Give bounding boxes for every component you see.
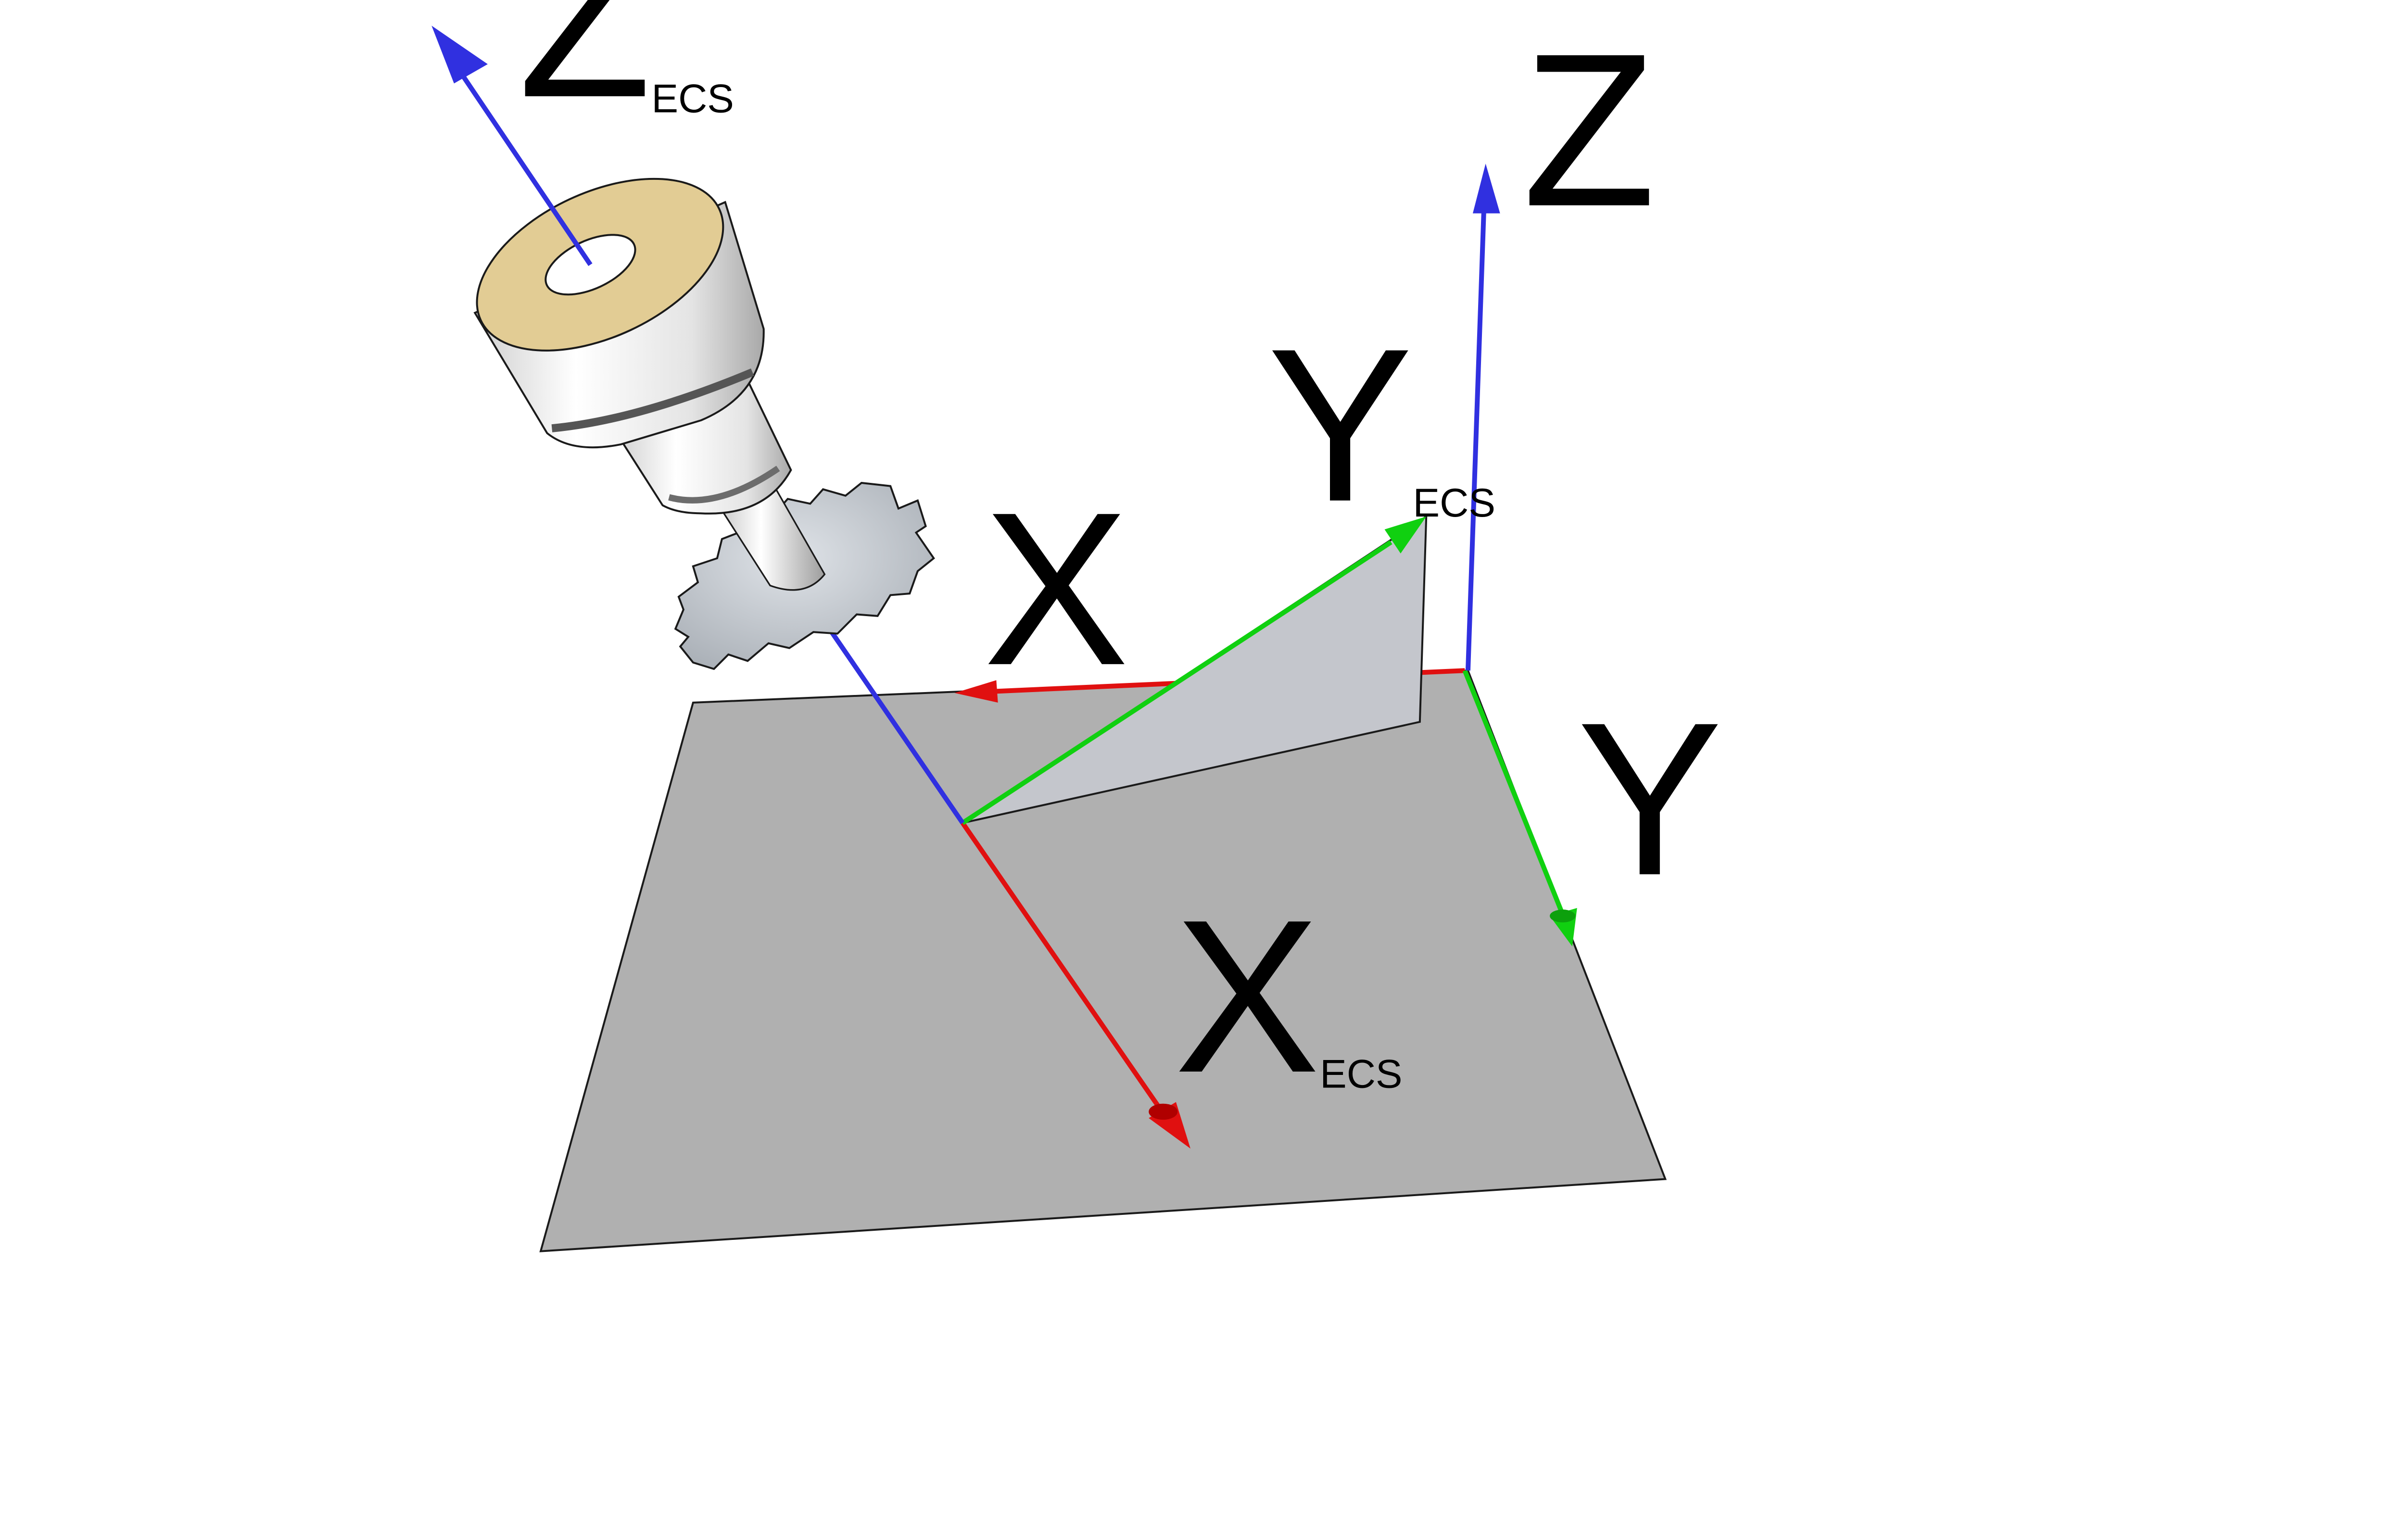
label-y-ecs: YECS (1267, 303, 1495, 547)
label-x-ecs: XECS (1175, 874, 1403, 1118)
ecs-z-axis-lower (827, 627, 965, 824)
label-z: Z (1522, 8, 1656, 252)
machine-y-axis (1462, 669, 1577, 947)
tool-shank (717, 483, 826, 591)
label-x: X (984, 467, 1129, 711)
label-z-ecs: ZECS (518, 0, 734, 143)
tool-collar (613, 372, 792, 515)
machine-z-axis (1465, 164, 1500, 671)
side-milling-cutter-icon (473, 177, 935, 670)
ecs-z-axis-upper (431, 25, 593, 266)
ecs-y-axis (961, 517, 1427, 825)
ecs-x-axis (961, 821, 1190, 1149)
label-y: Y (1577, 677, 1723, 921)
